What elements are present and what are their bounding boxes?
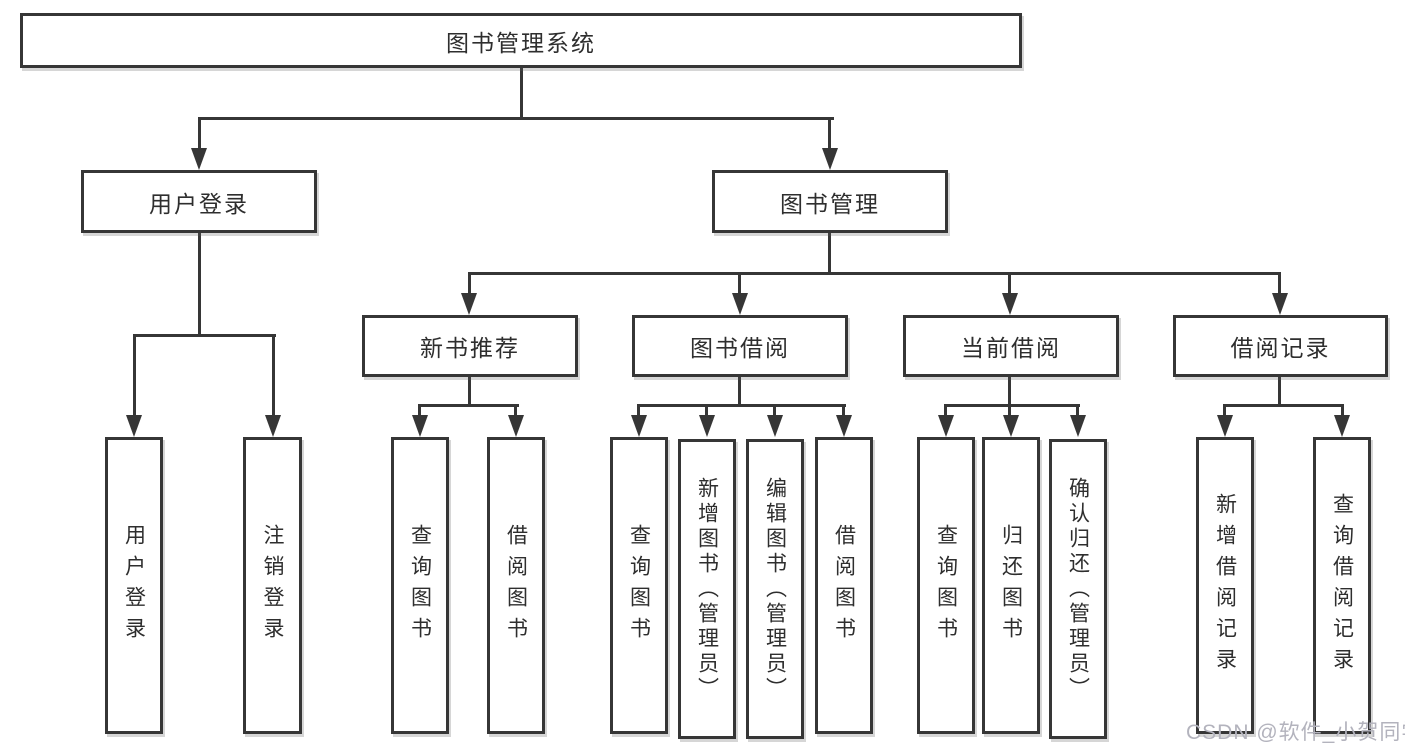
connector-arrowhead	[461, 293, 477, 315]
connector-line	[828, 233, 831, 275]
connector-line	[1008, 404, 1011, 417]
connector-arrowhead	[822, 148, 838, 170]
connector-line	[1008, 377, 1011, 407]
connector-line	[198, 233, 201, 336]
connector-arrowhead	[191, 148, 207, 170]
connector-line	[842, 404, 845, 417]
connector-line	[520, 68, 523, 118]
connector-line	[1008, 272, 1011, 295]
connector-line	[133, 334, 136, 417]
connector-arrowhead	[631, 415, 647, 437]
connector-line	[637, 404, 640, 417]
connector-arrowhead	[265, 415, 281, 437]
leaf-borrow-borrow-books: 借阅图书	[815, 437, 873, 734]
connector-line	[738, 377, 741, 407]
connector-arrowhead	[1002, 293, 1018, 315]
connector-arrowhead	[767, 415, 783, 437]
node-borrowing-records: 借阅记录	[1173, 315, 1388, 377]
connector-line	[418, 404, 421, 417]
leaf-user-login: 用户登录	[105, 437, 163, 734]
connector-arrowhead	[126, 415, 142, 437]
connector-arrowhead	[938, 415, 954, 437]
connector-line	[944, 404, 947, 417]
connector-line	[705, 404, 708, 417]
connector-line	[468, 272, 471, 295]
connector-line	[1278, 272, 1281, 295]
connector-arrowhead	[699, 415, 715, 437]
connector-arrowhead	[1334, 415, 1350, 437]
connector-arrowhead	[1217, 415, 1233, 437]
node-book-borrowing: 图书借阅	[632, 315, 848, 377]
connector-line	[1223, 404, 1344, 407]
leaf-current-confirm-return-admin: 确认归还（管理员）	[1049, 439, 1107, 739]
leaf-logout: 注销登录	[243, 437, 302, 734]
connector-line	[272, 334, 275, 417]
leaf-borrow-query-books: 查询图书	[610, 437, 668, 734]
connector-line	[944, 404, 1080, 407]
connector-line	[1223, 404, 1226, 417]
csdn-watermark: CSDN @软件_小贺同学	[1186, 721, 1405, 744]
connector-line	[133, 334, 276, 337]
connector-line	[418, 404, 519, 407]
node-current-borrowing: 当前借阅	[903, 315, 1119, 377]
leaf-record-add-borrow-record: 新增借阅记录	[1196, 437, 1254, 734]
leaf-newbook-borrow-books: 借阅图书	[487, 437, 545, 734]
connector-arrowhead	[508, 415, 524, 437]
connector-arrowhead	[1272, 293, 1288, 315]
connector-line	[468, 272, 1281, 275]
leaf-borrow-add-books-admin: 新增图书（管理员）	[678, 439, 736, 739]
connector-line	[1341, 404, 1344, 417]
connector-line	[637, 404, 846, 407]
node-library-management-system: 图书管理系统	[20, 13, 1022, 68]
node-user-login: 用户登录	[81, 170, 317, 233]
leaf-current-return-books: 归还图书	[982, 437, 1040, 734]
connector-line	[514, 404, 517, 417]
connector-arrowhead	[732, 293, 748, 315]
connector-line	[738, 272, 741, 295]
connector-line	[468, 377, 471, 407]
connector-arrowhead	[1070, 415, 1086, 437]
connector-line	[198, 117, 201, 150]
node-book-management: 图书管理	[712, 170, 948, 233]
connector-arrowhead	[1003, 415, 1019, 437]
leaf-record-query-borrow-record: 查询借阅记录	[1313, 437, 1371, 734]
connector-line	[198, 117, 834, 120]
connector-line	[828, 117, 831, 150]
connector-line	[1076, 404, 1079, 417]
leaf-current-query-books: 查询图书	[917, 437, 975, 734]
connector-arrowhead	[836, 415, 852, 437]
connector-line	[1278, 377, 1281, 407]
leaf-borrow-edit-books-admin: 编辑图书（管理员）	[746, 439, 804, 739]
node-new-book-recommend: 新书推荐	[362, 315, 578, 377]
connector-line	[773, 404, 776, 417]
connector-arrowhead	[412, 415, 428, 437]
leaf-newbook-query-books: 查询图书	[391, 437, 449, 734]
